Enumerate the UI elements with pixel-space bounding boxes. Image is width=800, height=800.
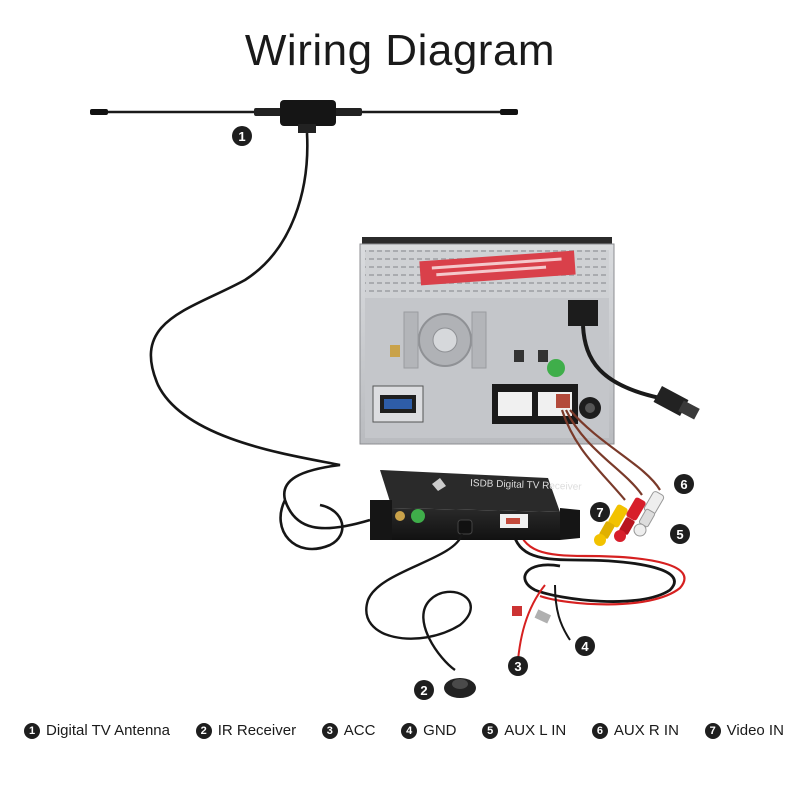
marker-5: 5 — [670, 524, 690, 544]
diagram-title: Wiring Diagram — [244, 26, 556, 75]
legend-label: AUX L IN — [504, 722, 567, 739]
digital-tv-receiver-box: ISDB Digital TV Receiver — [370, 470, 582, 540]
legend-number: 7 — [704, 722, 721, 739]
legend-label: GND — [423, 722, 457, 739]
marker-3: 3 — [508, 656, 528, 676]
legend-item-antenna: 1 Digital TV Antenna — [24, 722, 170, 739]
legend-label: Digital TV Antenna — [46, 722, 170, 739]
marker-4: 4 — [575, 636, 595, 656]
legend-item-gnd: 4 GND — [401, 722, 457, 739]
legend-number: 5 — [482, 722, 499, 739]
legend-item-ir-receiver: 2 IR Receiver — [195, 722, 297, 739]
digital-tv-antenna — [90, 100, 518, 133]
marker-7: 7 — [590, 502, 610, 522]
head-unit — [359, 237, 615, 445]
legend-number: 3 — [321, 722, 338, 739]
legend-number: 1 — [24, 722, 40, 739]
legend-number: 6 — [591, 722, 608, 739]
receiver-box-label: ISDB Digital TV Receiver — [470, 478, 583, 493]
legend: 1 Digital TV Antenna 2 IR Receiver 3 ACC… — [24, 722, 784, 739]
legend-label: Video IN — [726, 722, 784, 739]
legend-item-aux-l-in: 5 AUX L IN — [482, 722, 566, 739]
legend-label: IR Receiver — [217, 722, 297, 739]
legend-item-acc: 3 ACC — [321, 722, 376, 739]
antenna-cable — [149, 132, 371, 551]
legend-item-aux-r-in: 6 AUX R IN — [591, 722, 679, 739]
legend-number: 2 — [195, 722, 212, 739]
legend-label: ACC — [343, 722, 376, 739]
ir-receiver-cable — [365, 533, 472, 671]
marker-1: 1 — [232, 126, 252, 146]
rca-plugs — [594, 491, 665, 546]
legend-number: 4 — [401, 722, 418, 739]
legend-label: AUX R IN — [613, 722, 679, 739]
usb-cable — [581, 325, 661, 400]
legend-item-video-in: 7 Video IN — [704, 722, 784, 739]
marker-6: 6 — [674, 474, 694, 494]
marker-2: 2 — [414, 680, 434, 700]
ir-receiver — [444, 678, 476, 698]
